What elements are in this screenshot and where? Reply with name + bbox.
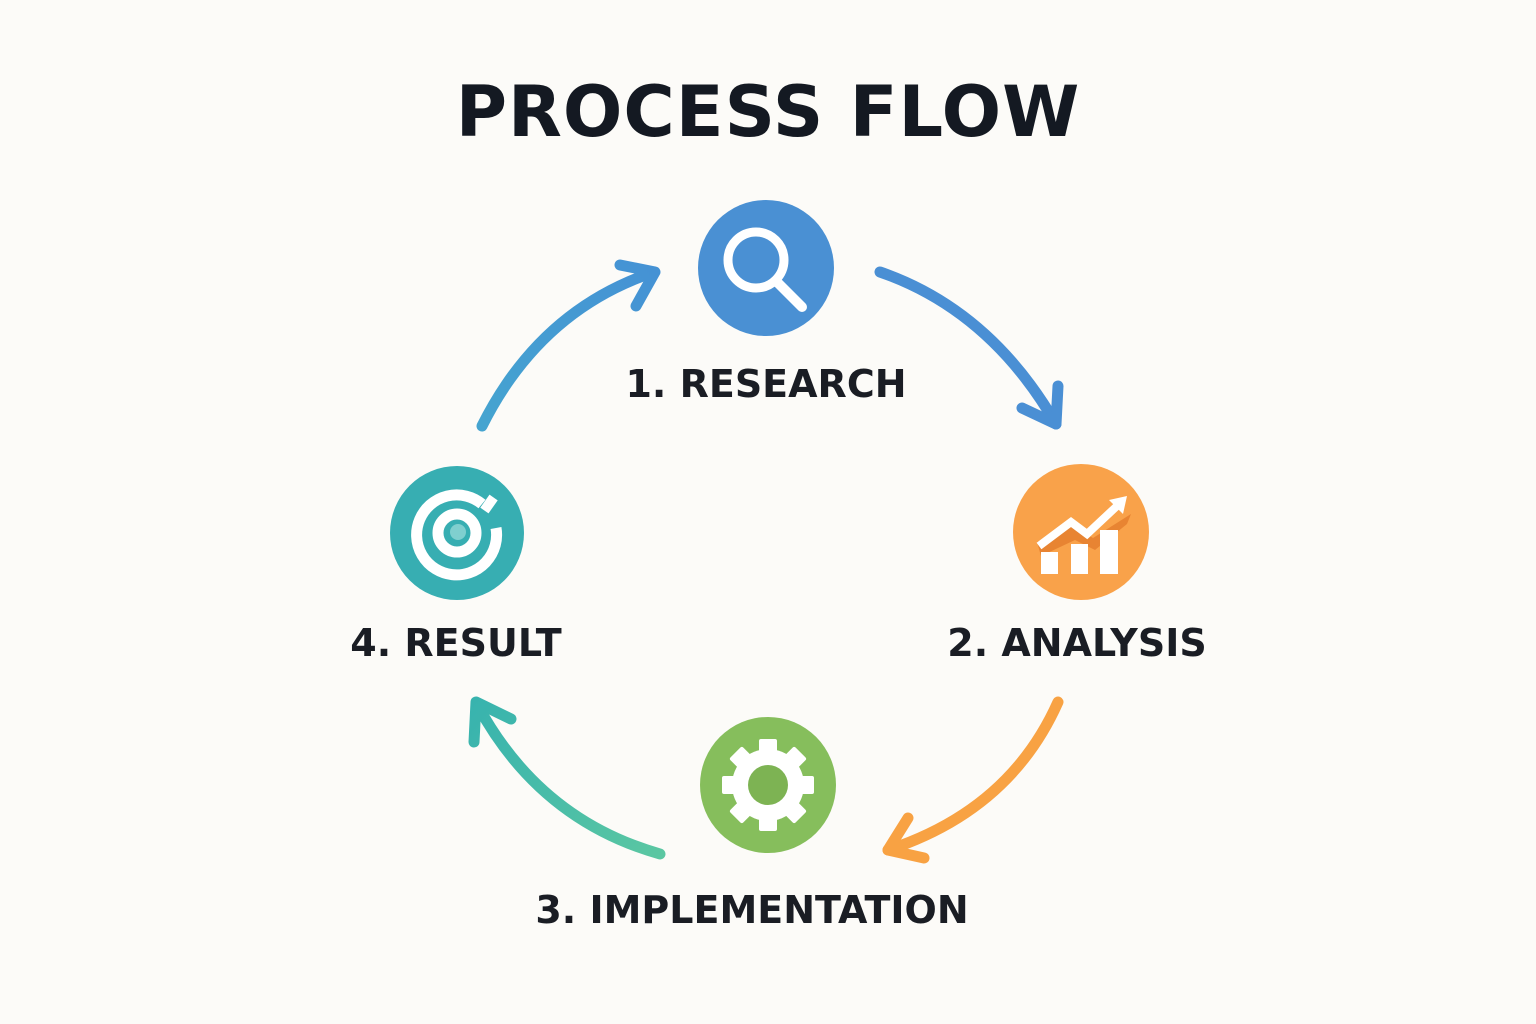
step-result-label: 4. RESULT <box>350 621 562 665</box>
gear-icon <box>722 739 814 831</box>
step-analysis-node <box>1013 464 1149 600</box>
page-title: PROCESS FLOW <box>455 71 1081 153</box>
step-implementation-label: 3. IMPLEMENTATION <box>535 888 969 932</box>
step-analysis-label: 2. ANALYSIS <box>947 621 1207 665</box>
target-icon <box>411 489 503 581</box>
arrow-research-to-analysis <box>874 266 1064 430</box>
arrow-head <box>468 696 517 748</box>
arrow-result-to-research <box>476 259 661 432</box>
step-research-label: 1. RESEARCH <box>625 362 907 406</box>
arrow-shaft <box>882 696 1064 856</box>
search-icon <box>723 227 807 312</box>
step-research-node <box>698 200 834 336</box>
arrow-implementation-to-result <box>468 696 666 860</box>
arrow-head <box>1016 380 1064 430</box>
step-result-node <box>390 466 524 600</box>
arrow-shaft <box>472 700 666 860</box>
trending-chart-icon <box>1036 496 1131 574</box>
arrow-head <box>882 812 930 864</box>
arrow-analysis-to-implementation <box>882 696 1064 864</box>
arrow-shaft <box>874 266 1062 430</box>
arrow-head <box>614 259 661 312</box>
arrow-shaft <box>476 266 660 432</box>
step-implementation-node <box>700 717 836 853</box>
